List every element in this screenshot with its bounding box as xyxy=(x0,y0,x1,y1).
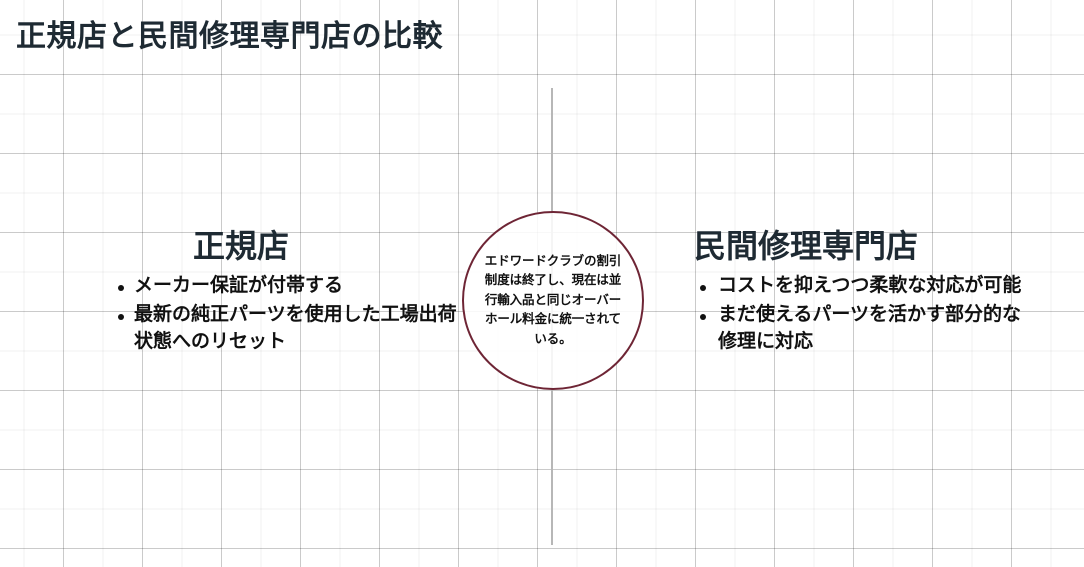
page-title: 正規店と民間修理専門店の比較 xyxy=(16,20,443,53)
column-left: 正規店 メーカー保証が付帯する 最新の純正パーツを使用した工場出荷状態へのリセッ… xyxy=(60,228,460,358)
bullet-dot-icon xyxy=(700,284,706,291)
center-note-circle: エドワードクラブの割引制度は終了し、現在は並行輸入品と同じオーバーホール料金に統… xyxy=(462,211,644,390)
bullet-text: コストを抑えつつ柔軟な対応が可能 xyxy=(718,274,1022,296)
column-right-heading: 民間修理専門店 xyxy=(694,228,919,264)
column-left-bullet-list: メーカー保証が付帯する 最新の純正パーツを使用した工場出荷状態へのリセット xyxy=(60,273,460,356)
bullet-text: メーカー保証が付帯する xyxy=(134,274,344,296)
bullet-text: 最新の純正パーツを使用した工場出荷状態へのリセット xyxy=(134,303,457,352)
list-item: メーカー保証が付帯する xyxy=(60,273,460,300)
bullet-text: まだ使えるパーツを活かす部分的な修理に対応 xyxy=(718,303,1022,352)
bullet-dot-icon xyxy=(700,313,706,320)
column-right: 民間修理専門店 コストを抑えつつ柔軟な対応が可能 まだ使えるパーツを活かす部分的… xyxy=(694,228,1024,358)
column-left-heading: 正規店 xyxy=(192,228,289,264)
list-item: 最新の純正パーツを使用した工場出荷状態へのリセット xyxy=(60,302,460,356)
column-right-bullet-list: コストを抑えつつ柔軟な対応が可能 まだ使えるパーツを活かす部分的な修理に対応 xyxy=(694,273,1024,356)
bullet-dot-icon xyxy=(118,284,124,291)
bullet-dot-icon xyxy=(118,313,124,320)
list-item: まだ使えるパーツを活かす部分的な修理に対応 xyxy=(694,302,1024,356)
list-item: コストを抑えつつ柔軟な対応が可能 xyxy=(694,273,1024,300)
center-note-text: エドワードクラブの割引制度は終了し、現在は並行輸入品と同じオーバーホール料金に統… xyxy=(484,254,622,346)
